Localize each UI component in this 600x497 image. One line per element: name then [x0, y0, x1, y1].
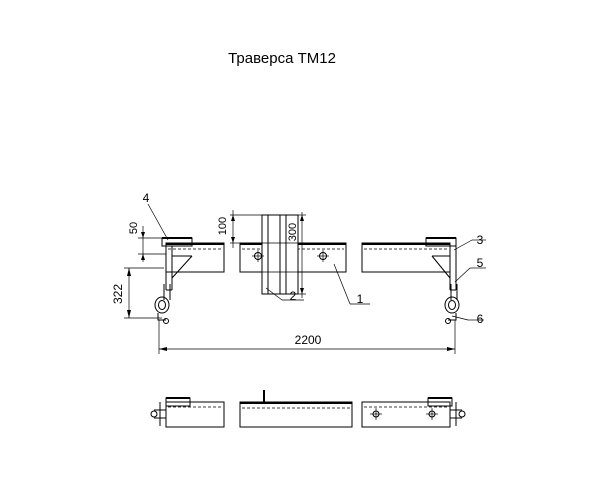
dimension-plate-width: 100 [217, 210, 262, 248]
dimension-300-label: 300 [287, 223, 299, 241]
callout-2: 2 [265, 287, 304, 303]
callout-3-label: 3 [477, 233, 484, 247]
dimension-height: 322 [111, 267, 164, 319]
callout-5: 5 [454, 256, 486, 283]
bolt-holes [252, 250, 329, 262]
dimension-2200-label: 2200 [295, 333, 322, 347]
callout-5-label: 5 [477, 256, 484, 270]
dimension-plate-height: 300 [287, 212, 306, 298]
right-shackle [444, 284, 460, 324]
drawing-title: Траверса ТМ12 [228, 50, 336, 67]
left-bracket [161, 237, 193, 291]
dimension-100-label: 100 [217, 217, 229, 235]
callout-6-label: 6 [477, 312, 484, 326]
beam-right-segment [361, 242, 451, 273]
dimension-top-offset: 50 [128, 222, 166, 262]
callout-6: 6 [451, 312, 484, 326]
center-plate [261, 214, 299, 295]
plan-view [150, 390, 466, 428]
callout-2-label: 2 [290, 289, 297, 303]
callout-4: 4 [143, 191, 169, 241]
right-bracket [425, 237, 457, 291]
callout-1-label: 1 [357, 292, 364, 306]
dimension-overall-length: 2200 [158, 320, 456, 354]
callout-4-label: 4 [143, 191, 150, 205]
beam-left-segment [165, 242, 225, 273]
dimension-50-label: 50 [128, 222, 140, 234]
callout-1: 1 [333, 263, 370, 306]
left-shackle [154, 284, 171, 324]
dimension-322-label: 322 [111, 284, 125, 304]
front-view: 2200 322 50 100 [111, 191, 486, 354]
callout-3: 3 [453, 233, 486, 251]
